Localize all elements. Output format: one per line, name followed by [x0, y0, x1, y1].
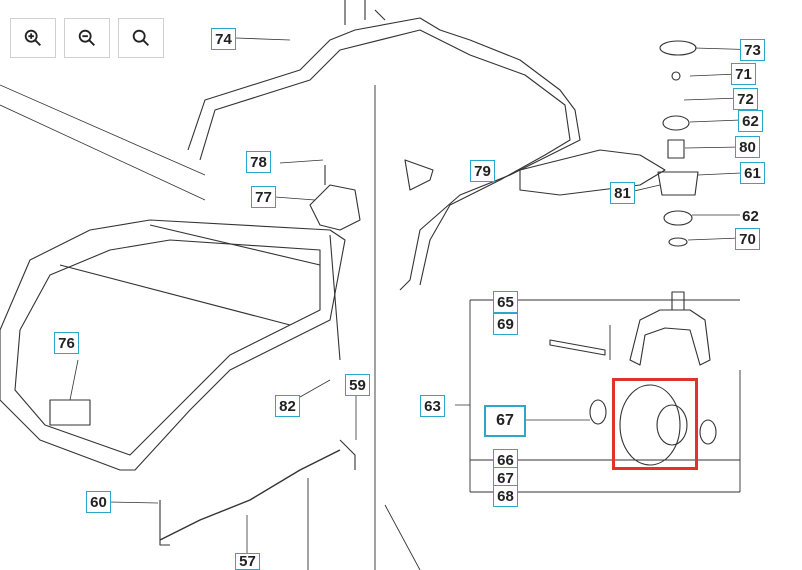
callout-73[interactable]: 73 [740, 39, 765, 61]
callout-71[interactable]: 71 [731, 63, 756, 85]
zoom-out-icon [78, 29, 95, 46]
wheel-fork [629, 309, 711, 366]
deck-tray [0, 219, 346, 471]
callout-76[interactable]: 76 [54, 332, 79, 354]
callout-78[interactable]: 78 [246, 151, 271, 173]
callout-70[interactable]: 70 [735, 228, 760, 250]
zoom-in-icon [24, 29, 41, 46]
callout-60[interactable]: 60 [86, 491, 111, 513]
callout-67-highlighted[interactable]: 67 [484, 405, 526, 437]
callout-62-upper[interactable]: 62 [738, 110, 763, 132]
handle-frame [187, 17, 581, 291]
search-icon [132, 29, 149, 46]
callout-69[interactable]: 69 [493, 313, 518, 335]
zoom-out-button[interactable] [64, 18, 110, 58]
callout-82[interactable]: 82 [275, 395, 300, 417]
callout-68[interactable]: 68 [493, 485, 518, 507]
callout-65[interactable]: 65 [493, 291, 518, 313]
callout-74[interactable]: 74 [211, 28, 236, 50]
callout-62-lower[interactable]: 62 [742, 207, 759, 225]
callout-57[interactable]: 57 [235, 553, 260, 570]
zoom-in-button[interactable] [10, 18, 56, 58]
callout-80[interactable]: 80 [735, 136, 760, 158]
zoom-toolbar [10, 18, 164, 58]
zoom-reset-button[interactable] [118, 18, 164, 58]
callout-59[interactable]: 59 [345, 374, 370, 396]
callout-81[interactable]: 81 [610, 182, 635, 204]
callout-72[interactable]: 72 [733, 88, 758, 110]
callout-61[interactable]: 61 [740, 162, 765, 184]
callout-63[interactable]: 63 [420, 395, 445, 417]
wheel-highlight [612, 378, 698, 470]
callout-79[interactable]: 79 [470, 160, 495, 182]
callout-77[interactable]: 77 [251, 186, 276, 208]
